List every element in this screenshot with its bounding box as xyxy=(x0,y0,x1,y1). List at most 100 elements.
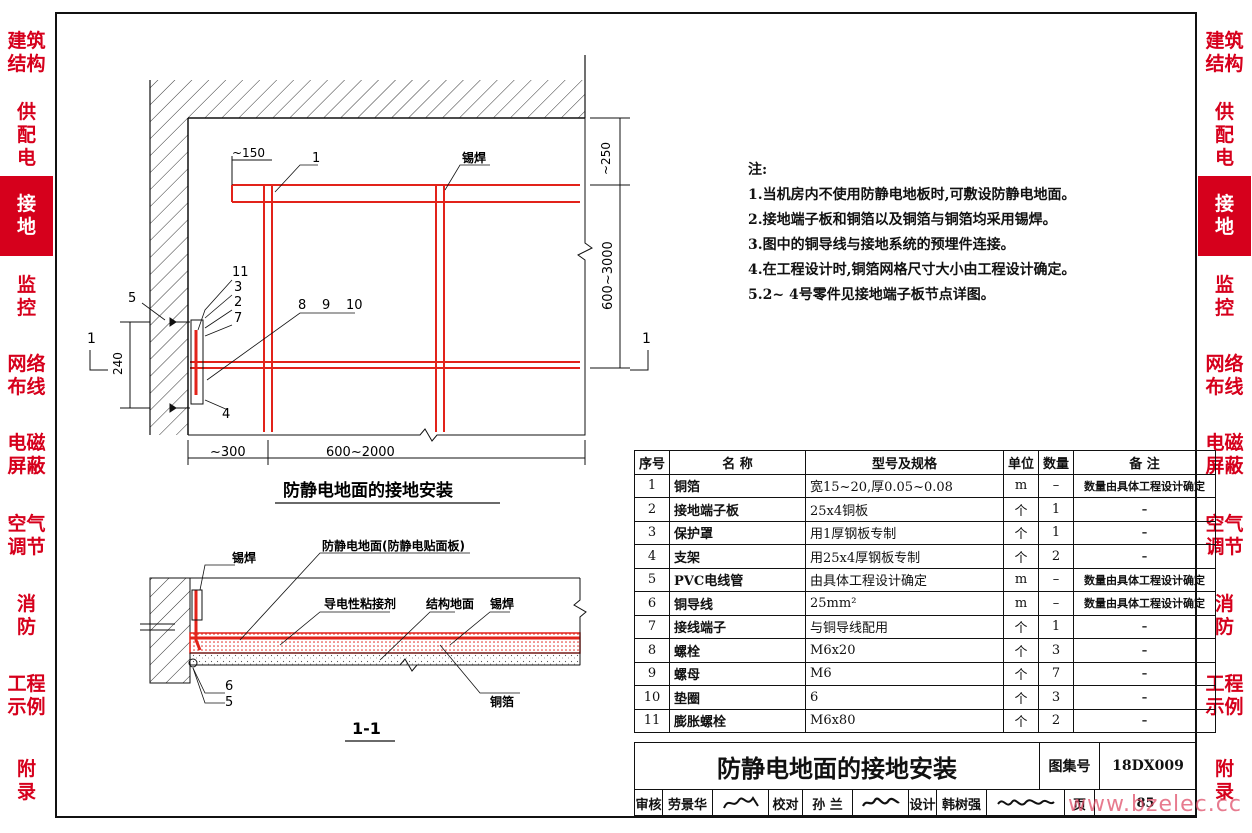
note-item: 5.2~ 4号零件见接地端子板节点详图。 xyxy=(748,287,995,303)
cell-name: 铜箔 xyxy=(669,473,807,498)
cell-unit: 个 xyxy=(1003,708,1040,733)
left-tab-8[interactable]: 工程 示例 xyxy=(0,657,53,737)
section-floor-label: 防静电地面(防静电贴面板) xyxy=(322,538,465,553)
cell-qty: 2 xyxy=(1038,544,1075,569)
cell-qty: 3 xyxy=(1038,638,1075,663)
dim-240: 240 xyxy=(111,352,125,375)
cell-no: 3 xyxy=(633,520,671,545)
copper-foil-grid xyxy=(190,184,580,432)
header-no: 序号 xyxy=(633,450,671,475)
section-structure-label: 结构地面 xyxy=(426,596,474,611)
tab-label: 网络 布线 xyxy=(7,352,46,398)
plan-leaders xyxy=(141,164,490,411)
left-tab-5[interactable]: 电磁 屏蔽 xyxy=(0,416,53,496)
terminal-box xyxy=(169,317,204,413)
left-tab-0[interactable]: 建筑 结构 xyxy=(0,12,53,96)
right-tab-9[interactable]: 附 录 xyxy=(1198,737,1251,827)
drawing-frame xyxy=(55,12,1197,818)
tab-label: 消 防 xyxy=(1214,593,1234,638)
right-tab-7[interactable]: 消 防 xyxy=(1198,577,1251,657)
note-item: 1.当机房内不使用防静电地板时,可敷设防静电地面。 xyxy=(748,187,1076,203)
page-label: 页 xyxy=(1065,790,1095,816)
note-item: 4.在工程设计时,铜箔网格尺寸大小由工程设计确定。 xyxy=(748,262,1076,278)
cell-qty: – xyxy=(1038,567,1075,592)
plan-dimensions xyxy=(89,117,649,465)
tab-label: 接 地 xyxy=(1214,193,1234,238)
page-number: 85 xyxy=(1136,795,1155,811)
cell-name: 螺母 xyxy=(669,661,807,686)
cell-qty: 3 xyxy=(1038,685,1075,710)
watermark: www.bzelec.cc xyxy=(1068,792,1242,817)
right-tab-3[interactable]: 监 控 xyxy=(1198,258,1251,337)
cell-name: 接地端子板 xyxy=(669,497,807,522)
tab-label: 建筑 结构 xyxy=(7,30,46,75)
cell-remark: – xyxy=(1073,497,1217,522)
right-tab-2[interactable]: 接 地 xyxy=(1198,176,1251,258)
right-tab-4[interactable]: 网络 布线 xyxy=(1198,337,1251,416)
dim-600-3000: 600~3000 xyxy=(601,241,616,310)
callout-1: 1 xyxy=(312,151,320,166)
tab-label: 监 控 xyxy=(1214,273,1234,319)
cell-name: 支架 xyxy=(669,544,807,569)
plan-caption: 防静电地面的接地安装 xyxy=(283,480,453,501)
section-mark-right: 1 xyxy=(642,331,651,347)
tab-label: 建筑 结构 xyxy=(1205,30,1244,75)
cell-name: 接线端子 xyxy=(669,614,807,639)
cell-qty: – xyxy=(1038,473,1075,498)
title-block: 防静电地面的接地安装 图集号 18DX009 审核 劳景华 校对 孙 兰 设计 … xyxy=(634,742,1196,816)
tab-label: 供 配 电 xyxy=(16,100,36,169)
cell-remark: – xyxy=(1073,520,1217,545)
cell-name: 膨胀螺栓 xyxy=(669,708,807,733)
left-tab-7[interactable]: 消 防 xyxy=(0,577,53,657)
cell-no: 7 xyxy=(633,614,671,639)
section-adhesive-label: 导电性粘接剂 xyxy=(324,596,396,611)
cell-remark: 数量由具体工程设计确定 xyxy=(1073,567,1217,592)
cell-spec: 用25x4厚钢板专制 xyxy=(805,544,1005,569)
cell-spec: 由具体工程设计确定 xyxy=(805,567,1005,592)
cell-unit: 个 xyxy=(1003,661,1040,686)
left-tab-3[interactable]: 监 控 xyxy=(0,258,53,337)
left-tab-9[interactable]: 附 录 xyxy=(0,737,53,827)
cell-qty: 1 xyxy=(1038,497,1075,522)
cell-no: 11 xyxy=(633,708,671,733)
cell-no: 2 xyxy=(633,497,671,522)
cell-unit: 个 xyxy=(1003,638,1040,663)
review-name: 劳景华 xyxy=(663,790,713,816)
dim-600-2000: 600~2000 xyxy=(326,445,395,460)
cell-name: 螺栓 xyxy=(669,638,807,663)
notes-block: 注: 1.当机房内不使用防静电地板时,可敷设防静电地面。 2.接地端子板和铜箔以… xyxy=(748,158,1076,308)
cell-spec: 25x4铜板 xyxy=(805,497,1005,522)
right-tab-0[interactable]: 建筑 结构 xyxy=(1198,12,1251,96)
dim-150: ~150 xyxy=(232,146,265,160)
tab-label: 网络 布线 xyxy=(1205,352,1244,398)
callout-2: 2 xyxy=(234,295,242,310)
left-tab-1[interactable]: 供 配 电 xyxy=(0,96,53,176)
cell-spec: M6 xyxy=(805,661,1005,686)
section-mark-left: 1 xyxy=(87,331,96,347)
cell-spec: M6x20 xyxy=(805,638,1005,663)
left-tab-6[interactable]: 空气 调节 xyxy=(0,496,53,577)
left-tab-2[interactable]: 接 地 xyxy=(0,176,53,258)
cell-unit: m xyxy=(1003,567,1040,592)
cell-qty: 7 xyxy=(1038,661,1075,686)
right-tab-1[interactable]: 供 配 电 xyxy=(1198,96,1251,176)
callout-3: 3 xyxy=(234,280,242,295)
cell-no: 10 xyxy=(633,685,671,710)
dim-300: ~300 xyxy=(210,445,246,460)
section-title: 1-1 xyxy=(352,719,381,738)
tab-label: 工程 示例 xyxy=(7,673,46,718)
left-tab-4[interactable]: 网络 布线 xyxy=(0,337,53,416)
cell-name: PVC电线管 xyxy=(669,567,807,592)
cell-remark: – xyxy=(1073,614,1217,639)
header-remark: 备 注 xyxy=(1073,450,1217,475)
